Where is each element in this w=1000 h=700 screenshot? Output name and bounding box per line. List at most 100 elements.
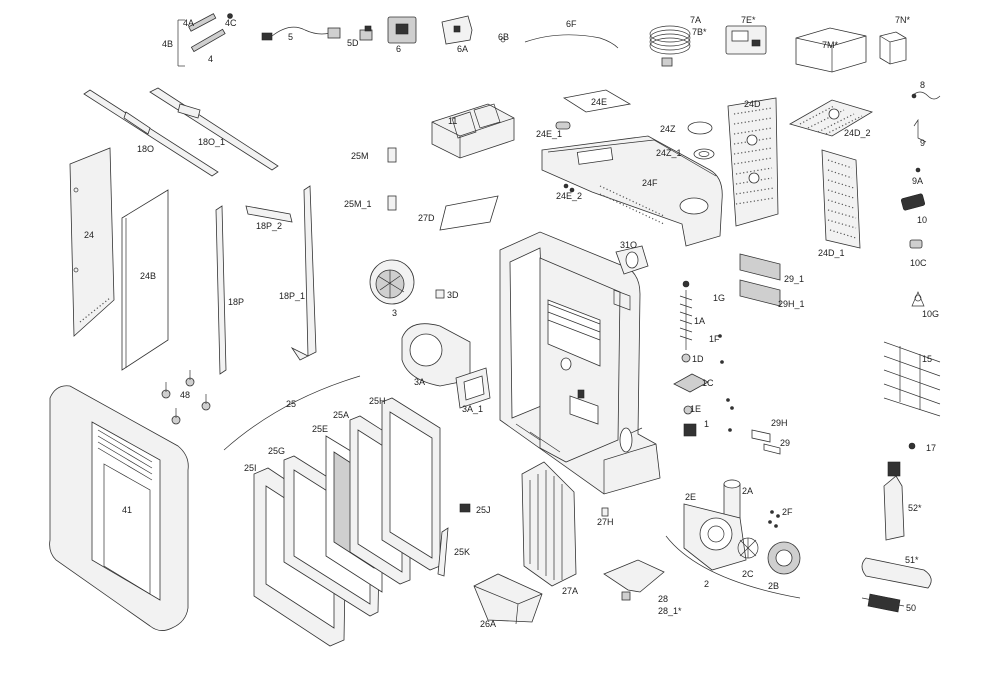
label-41: 41 [122,505,132,515]
part-1c-plate [673,373,709,393]
part-5d [359,25,373,41]
part-18p1-strip [290,185,317,361]
part-41-front-panel [49,385,189,631]
label-11: 11 [448,116,457,126]
label-29h1: 29H_1 [778,299,805,309]
part-18o-rail [83,89,219,177]
label-10c: 10C [910,258,927,268]
part-2-group-line [665,535,801,599]
part-24d-panel [727,97,779,227]
label-18o1: 18O_1 [198,137,225,147]
part-29h-plate [751,429,771,443]
label-7m: 7M* [822,40,839,50]
label-25a: 25A [333,410,349,420]
label-5: 5 [288,32,293,42]
part-18p-strip [215,205,227,375]
label-7e: 7E* [741,15,756,25]
label-6b: 6B [498,32,509,42]
label-29: 29 [780,438,790,448]
label-28-1: 28_1* [658,606,682,616]
part-6f-wire [524,34,619,49]
label-2c: 2C [742,569,754,579]
label-18p2: 18P_2 [256,221,282,231]
label-8: 8 [920,80,925,90]
label-27a: 27A [562,586,578,596]
part-25j-clip [459,503,471,513]
part-3a1-flange [455,367,491,409]
label-6a: 6A [457,44,468,54]
part-small-screws [720,360,734,432]
part-29-plate [763,443,781,455]
part-1d [681,353,691,363]
label-1c: 1C [702,378,714,388]
part-2c-impeller [737,537,759,559]
label-27h: 27H [597,517,614,527]
label-25m: 25M [351,151,369,161]
label-24d: 24D [744,99,761,109]
part-5-cable [261,26,341,41]
label-5d: 5D [347,38,359,48]
part-31o-flange [615,245,649,275]
part-1f [718,334,722,338]
label-48: 48 [180,390,190,400]
label-29h: 29H [771,418,788,428]
part-7m-box [795,27,867,73]
label-7a: 7A [690,15,701,25]
part-11-tray [431,103,515,159]
label-31o: 31O [620,240,637,250]
part-25k-handle [437,527,449,577]
part-51-cylinder [861,557,932,589]
label-24b: 24B [140,271,156,281]
part-10g-sensor [911,291,925,307]
label-1: 1 [704,419,709,429]
part-9-sensor [913,118,927,143]
part-24z-ring [687,121,713,135]
label-6: 6 [396,44,401,54]
label-24f: 24F [642,178,658,188]
part-9a [915,167,921,173]
part-1a-auger [679,280,693,350]
label-3: 3 [392,308,397,318]
part-27a-panel [521,461,577,587]
label-25g: 25G [268,446,285,456]
label-25m1: 25M_1 [344,199,372,209]
label-52: 52* [908,503,922,513]
part-18p2-bracket [245,205,293,223]
label-1a: 1A [694,316,705,326]
part-4-rods [177,13,233,67]
label-24: 24 [84,230,94,240]
label-1f: 1F [709,334,720,344]
part-25h-gasket [381,397,441,571]
label-2a: 2A [742,486,753,496]
part-2f-screws [768,510,780,528]
part-52-spray-bottle [883,461,905,541]
label-9a: 9A [912,176,923,186]
label-10: 10 [917,215,927,225]
part-15-harness [883,341,941,417]
label-24e: 24E [591,97,607,107]
part-24e2-screws [563,183,575,193]
label-25i: 25I [244,463,257,473]
label-18p1: 18P_1 [279,291,305,301]
label-7n: 7N* [895,15,911,25]
part-24d2-panel [788,99,873,137]
part-27h-clip [601,507,609,517]
label-2: 2 [704,579,709,589]
part-29h1-plate [739,279,781,307]
part-27d-plate [439,195,499,231]
part-17 [908,442,916,450]
label-28: 28 [658,594,668,604]
part-2b-motor [767,541,801,575]
part-3a-housing [401,323,471,387]
label-3a1: 3A_1 [462,404,483,414]
label-10g: 10G [922,309,939,319]
label-24z1: 24Z_1 [656,148,682,158]
part-25m1-bracket [387,195,397,211]
part-10-remote [900,193,926,211]
label-50: 50 [906,603,916,613]
label-2e: 2E [685,492,696,502]
label-24d1: 24D_1 [818,248,845,258]
label-18o: 18O [137,144,154,154]
